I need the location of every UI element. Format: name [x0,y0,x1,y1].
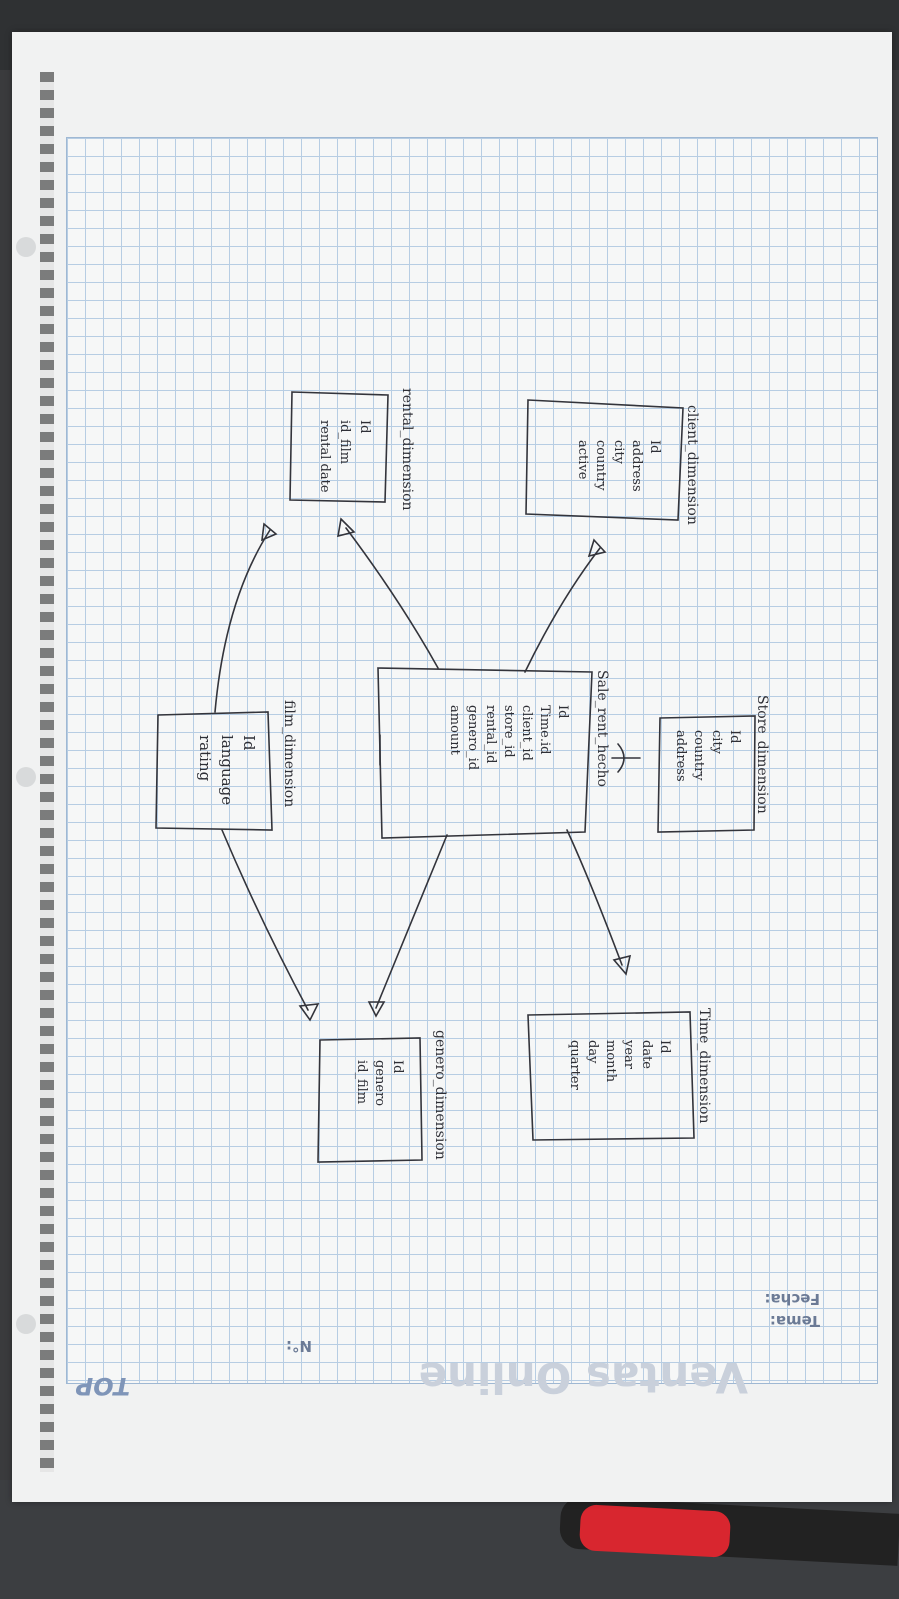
time-dimension-box [527,1011,695,1141]
brand-logo: TOP [75,1372,130,1400]
time-field: date [639,1040,654,1069]
genero-dimension-box [317,1037,423,1163]
fact-field: client_id [519,705,534,761]
arrowhead [612,954,632,976]
arrowhead [367,1001,386,1018]
store-field: address [673,730,688,782]
arrow-fact-to-genero [375,834,448,1009]
fact-field: Time.id [537,705,552,755]
arrowhead [261,522,278,542]
film-field: Id [240,735,258,751]
film-dimension-box [155,711,273,831]
store-field: country [691,730,706,781]
genero-field: genero [372,1060,387,1107]
film-dimension-title: film_dimension [281,700,297,808]
brand-watermark: Ventas Online [418,1353,748,1402]
number-label: N°: [285,1337,312,1355]
client-field: active [575,440,590,480]
arrow-film-to-rental [214,529,271,713]
grid-area [66,137,878,1384]
fact-store-link [611,743,641,773]
rental-dimension-title: rental_dimension [399,388,415,511]
film-field: language [218,735,236,806]
notebook-sheet [12,32,892,1502]
arrow-film-to-genero [221,829,309,1011]
arrow-fact-to-client [524,547,601,673]
genero-field: id_film [354,1060,369,1105]
genero-dimension-title: genero_dimension [432,1030,448,1160]
rental-field: rental date [317,420,332,493]
fact-field: store_id [501,705,516,758]
fact-table-title: Sale_rent_hecho [594,670,610,787]
fact-field: Id [555,705,570,719]
punch-hole [16,1314,36,1334]
fecha-label: Fecha: [764,1290,820,1308]
fact-field: amount [447,705,462,755]
rental-dimension-box [289,391,389,503]
time-field: year [621,1040,636,1070]
store-field: Id [727,730,742,744]
time-field: quarter [567,1040,582,1090]
client-dimension-box [525,399,684,521]
client-field: country [593,440,608,491]
fact-table-box [377,667,593,839]
arrowhead [298,1003,320,1022]
rental-field: Id [357,420,372,434]
time-field: month [603,1040,618,1083]
fact-field: genero_id [465,705,480,771]
rental-field: id_film [337,420,352,465]
store-dimension-box [657,715,756,833]
time-field: day [585,1040,600,1064]
time-field: Id [657,1040,672,1054]
arrowhead [587,538,607,558]
genero-field: Id [390,1060,405,1074]
arrow-fact-to-time [566,829,623,966]
client-field: city [611,440,626,465]
store-dimension-title: Store_dimension [754,695,770,814]
client-dimension-title: client_dimension [684,405,700,525]
fact-field: rental_id [483,705,498,764]
film-field: rating [196,735,214,782]
arrowhead [336,517,356,538]
arrow-fact-to-rental [345,527,439,669]
client-field: Id [647,440,662,454]
punch-hole [16,767,36,787]
store-field: city [709,730,724,755]
film-strip-margin [40,72,54,1472]
time-dimension-title: Time_dimension [696,1008,712,1124]
client-field: address [629,440,644,492]
tema-label: Tema: [769,1312,820,1330]
punch-hole [16,237,36,257]
